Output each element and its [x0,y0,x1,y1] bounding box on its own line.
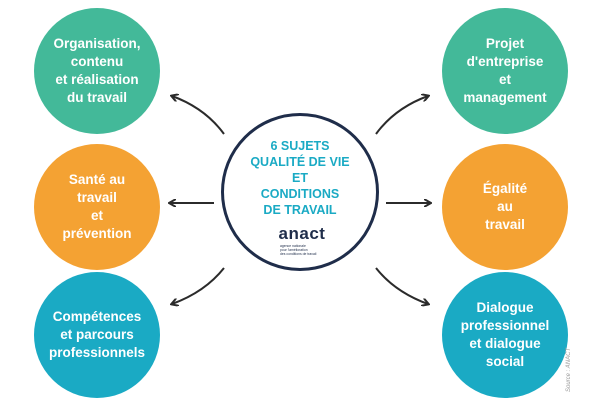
topic-organisation-travail: Organisation, contenu et réalisation du … [34,8,160,134]
center-title: 6 SUJETS QUALITÉ DE VIE ET CONDITIONS DE… [250,139,350,217]
arrow-to-organisation [172,96,225,135]
topic-dialogue-social: Dialogue professionnel et dialogue socia… [442,272,568,398]
arrow-to-competences [172,267,225,304]
arrow-to-projet [375,96,428,135]
topic-sante-prevention: Santé au travail et prévention [34,144,160,270]
topic-egalite-travail: Égalité au travail [442,144,568,270]
topic-competences-parcours: Compétences et parcours professionnels [34,272,160,398]
source-credit: Source : ANACT [566,347,572,392]
topic-label: Dialogue professionnel et dialogue socia… [460,300,550,369]
center-circle: 6 SUJETS QUALITÉ DE VIE ET CONDITIONS DE… [221,113,379,271]
topic-label: Organisation, contenu et réalisation du … [53,36,141,105]
topic-label: Égalité au travail [482,181,528,232]
logo-wordmark: anact [278,224,326,243]
topic-projet-entreprise: Projet d'entreprise et management [442,8,568,134]
anact-logo: anact agence nationale pour l'améliorati… [266,224,338,258]
arrow-to-dialogue [375,267,428,304]
topic-label: Compétences et parcours professionnels [48,309,146,360]
logo-subtitle: agence nationale pour l'amélioration des… [280,244,317,256]
topic-label: Santé au travail et prévention [62,172,132,241]
topic-label: Projet d'entreprise et management [463,36,547,105]
